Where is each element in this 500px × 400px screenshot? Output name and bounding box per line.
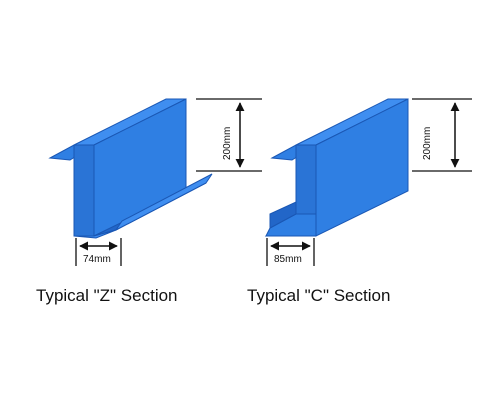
z-height-dimension: 200mm: [196, 98, 262, 172]
c-height-dimension: 200mm: [412, 98, 472, 172]
z-width-dimension: 74mm: [75, 238, 122, 266]
c-web-face: [315, 98, 409, 237]
z-section-caption: Typical "Z" Section: [36, 286, 178, 305]
c-width-label: 85mm: [274, 254, 302, 265]
z-height-label: 200mm: [222, 127, 233, 160]
c-section-caption: Typical "C" Section: [247, 286, 391, 305]
z-width-label: 74mm: [83, 254, 111, 265]
c-section-profile: [264, 98, 409, 237]
z-section-profile: [48, 98, 213, 239]
c-bottom-lip: [269, 201, 297, 229]
c-width-dimension: 85mm: [266, 238, 315, 266]
z-web-side: [73, 144, 95, 237]
z-bottom-lip: [115, 173, 213, 231]
c-height-label: 200mm: [422, 127, 433, 160]
